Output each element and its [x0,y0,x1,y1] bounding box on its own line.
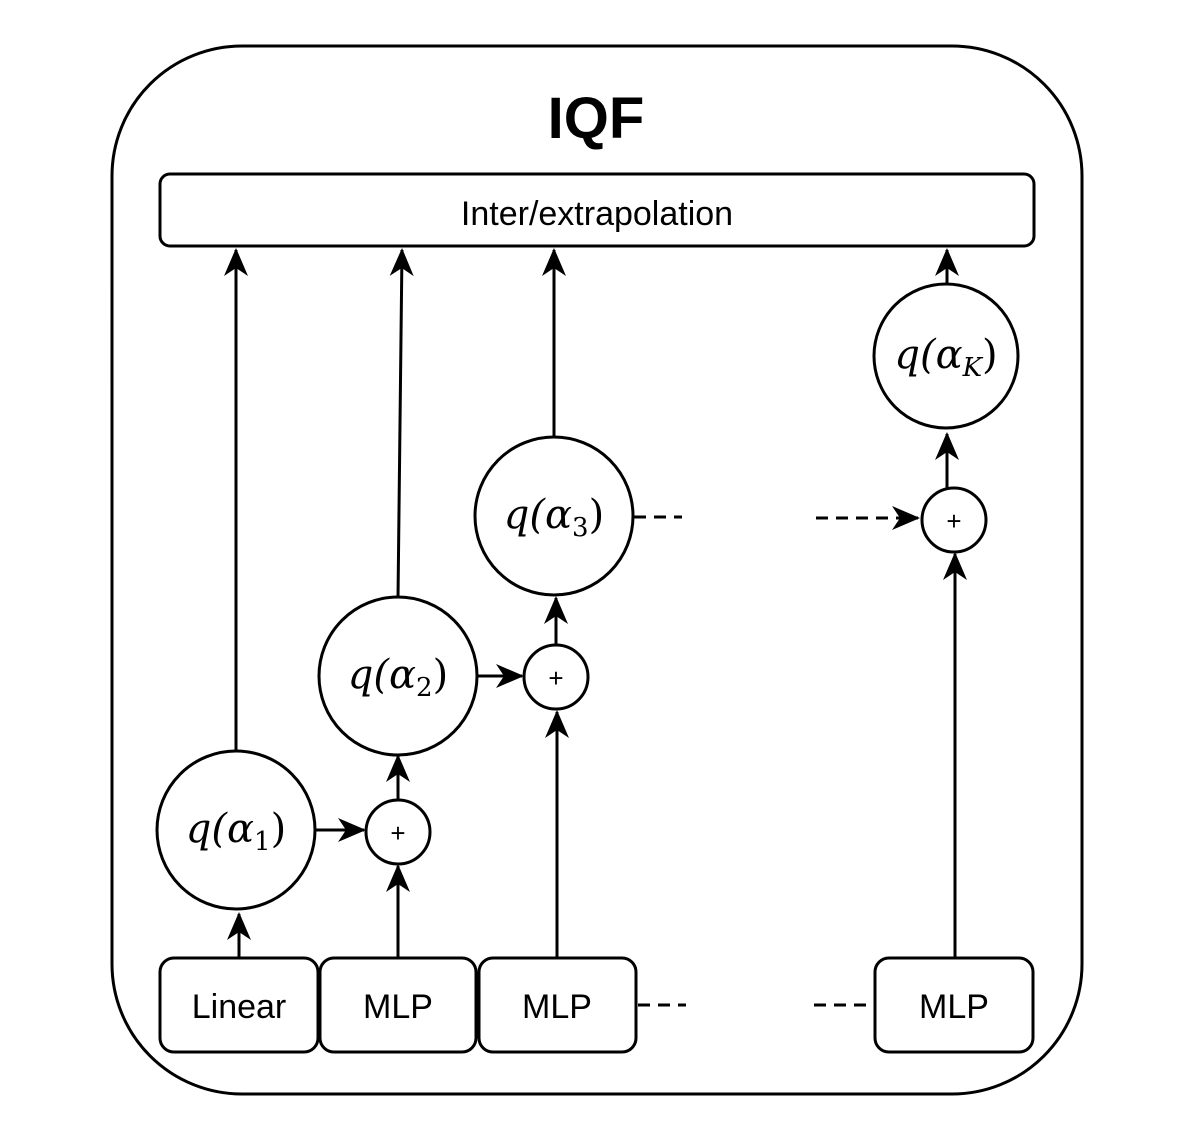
svg-text:q(α3): q(α3) [504,492,604,543]
block-label: MLP [363,988,433,1026]
svg-text:q(α1): q(α1) [186,806,286,857]
adder-2: + [522,643,590,711]
block-linear: Linear [158,956,320,1054]
adder-k: + [920,486,988,554]
arrow-q2-to-top [389,248,414,599]
svg-text:+: + [548,663,563,693]
block-mlp-2: MLP [477,956,638,1054]
node-q-alpha-1: q(α1) [155,749,317,911]
adder-1: + [364,798,432,866]
block-mlp-k: MLP [873,956,1035,1054]
node-q-alpha-3: q(α3) [473,435,635,597]
svg-text:q(αK): q(αK) [894,332,997,383]
diagram-title: IQF [548,86,645,151]
svg-text:q(α2): q(α2) [348,652,448,703]
svg-text:+: + [946,506,961,536]
block-label: MLP [919,988,989,1026]
inter-extrapolation-label: Inter/extrapolation [461,195,733,233]
svg-text:+: + [390,818,405,848]
iqf-container [110,44,1084,1096]
inter-extrapolation-box [158,172,1036,248]
block-mlp-1: MLP [318,956,478,1054]
block-label: Linear [192,988,287,1026]
node-q-alpha-2: q(α2) [317,595,479,757]
block-label: MLP [522,988,592,1026]
node-q-alpha-k: q(αK) [872,282,1020,430]
